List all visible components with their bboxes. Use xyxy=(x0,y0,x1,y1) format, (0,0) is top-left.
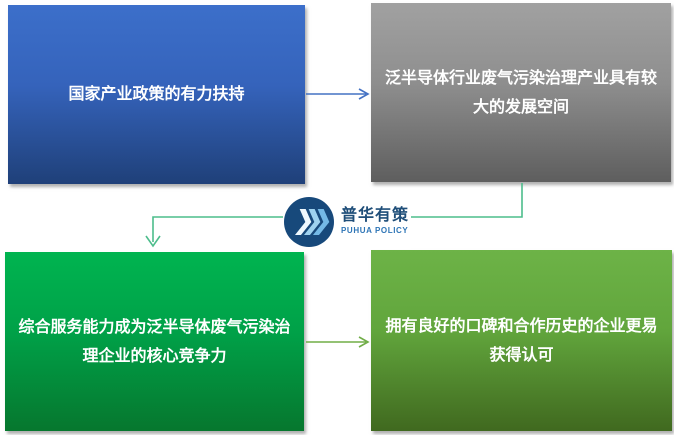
box-industry-space-label: 泛半导体行业废气污染治理产业具有较大的发展空间 xyxy=(384,69,657,116)
logo-name-en: PUHUA POLICY xyxy=(341,226,409,235)
arrow-bottom-icon xyxy=(306,336,370,348)
puhua-policy-logo: 普华有策 PUHUA POLICY xyxy=(283,194,411,249)
box-reputation: 拥有良好的口碑和合作历史的企业更易获得认可 xyxy=(371,250,672,431)
puhua-logo-icon xyxy=(284,196,334,247)
box-policy-support-label: 国家产业政策的有力扶持 xyxy=(68,86,245,103)
box-core-competitiveness: 综合服务能力成为泛半导体废气污染治理企业的核心竞争力 xyxy=(5,252,304,431)
box-core-competitiveness-label: 综合服务能力成为泛半导体废气污染治理企业的核心竞争力 xyxy=(18,318,291,365)
logo-name-cn: 普华有策 xyxy=(341,207,410,224)
arrow-top-icon xyxy=(306,88,370,100)
box-policy-support: 国家产业政策的有力扶持 xyxy=(8,5,305,184)
box-reputation-label: 拥有良好的口碑和合作历史的企业更易获得认可 xyxy=(385,317,658,364)
box-industry-space: 泛半导体行业废气污染治理产业具有较大的发展空间 xyxy=(371,3,671,182)
